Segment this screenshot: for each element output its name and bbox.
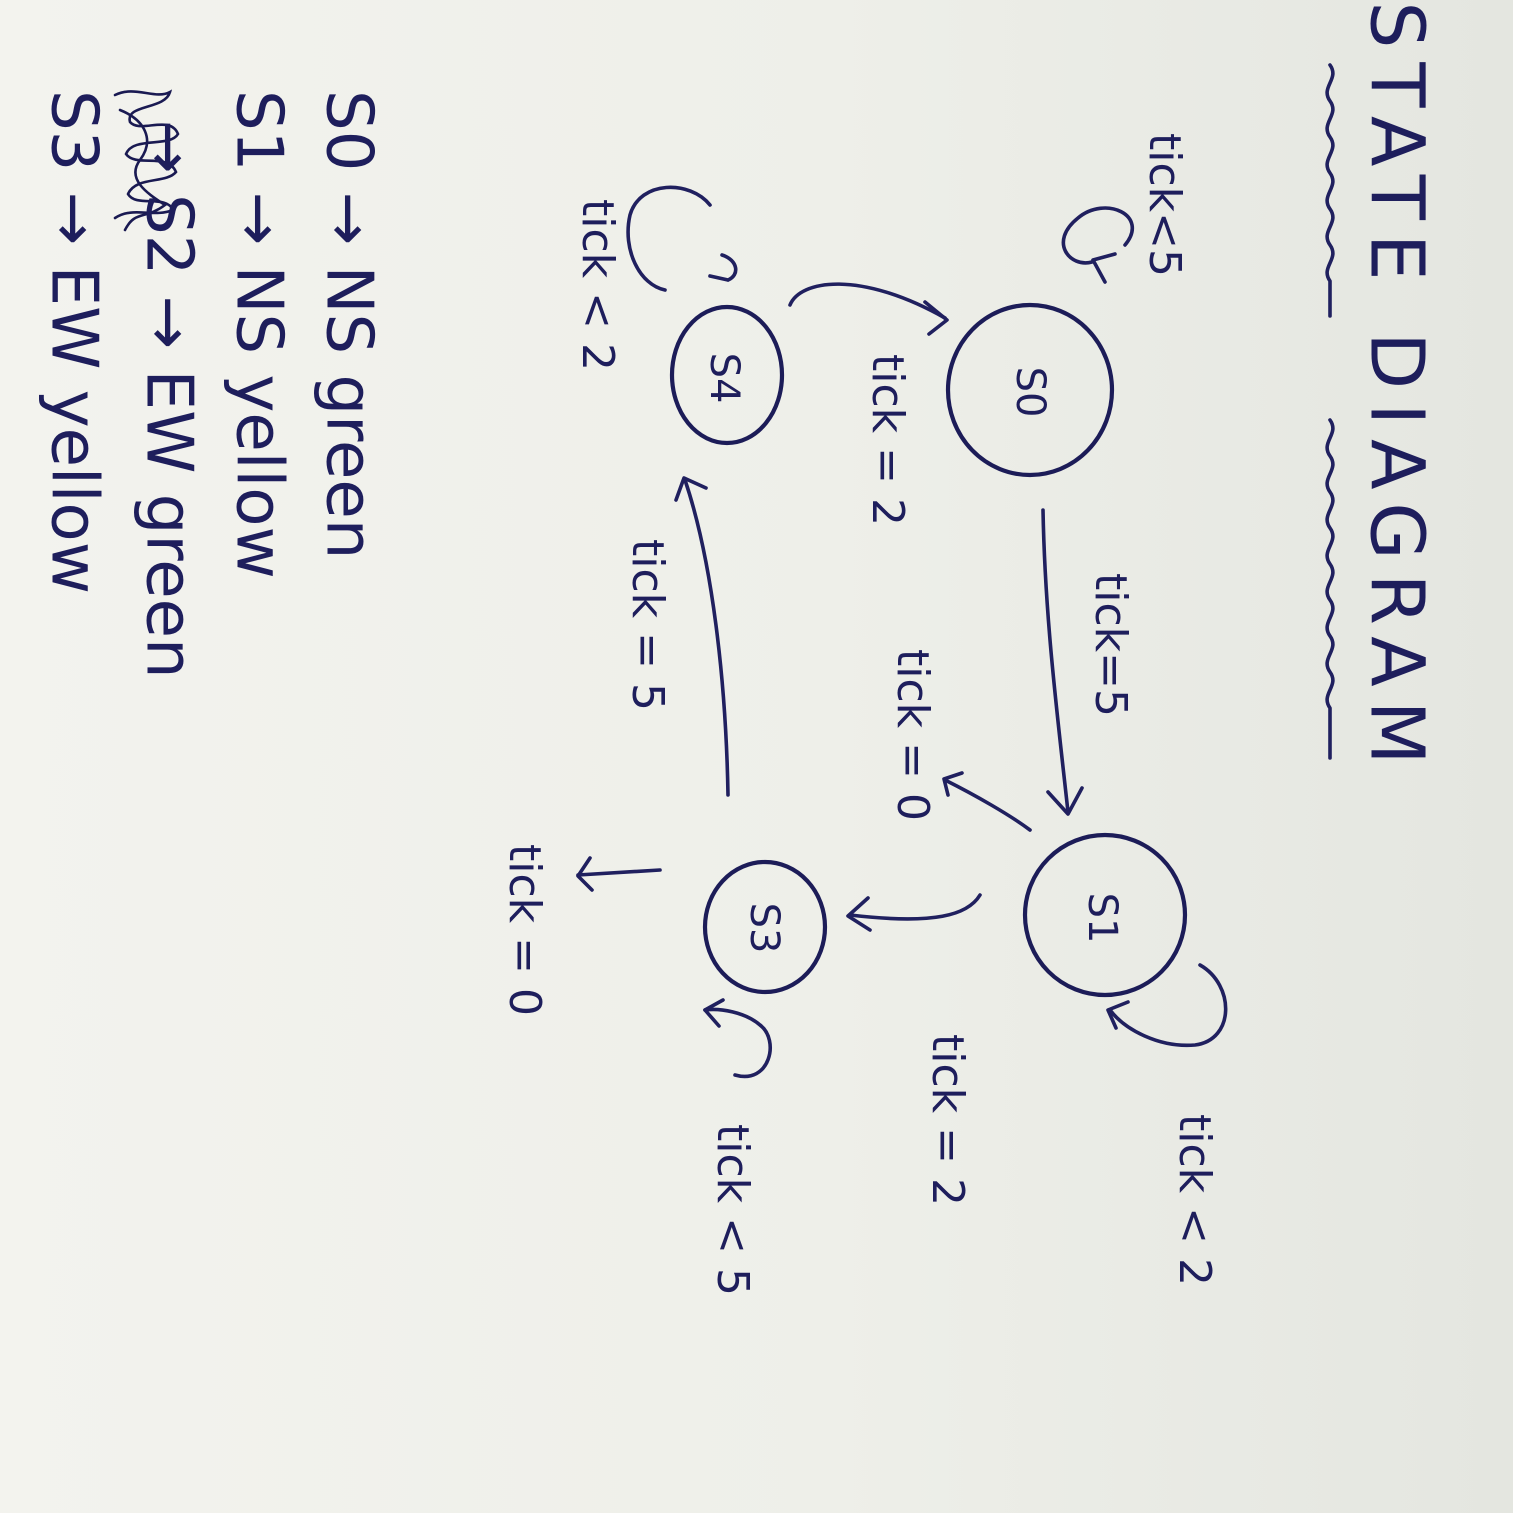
label-s0-to-s1: tick=5 [1085, 573, 1136, 717]
transition-s1-to-s3 [846, 893, 982, 932]
state-s4-label: S4 [701, 353, 747, 404]
label-s1-self: tick < 2 [1169, 1114, 1220, 1286]
title-underline-2 [1325, 418, 1335, 760]
scribble-mark [113, 89, 180, 232]
diagram-title: STATE DIAGRAM [1353, 1, 1439, 778]
label-s1-to-s3: tick = 2 [922, 1034, 973, 1206]
legend-item-s3: S3 → EW yellow [36, 90, 110, 594]
label-s4-self: tick < 2 [572, 199, 623, 371]
transition-s3-self [703, 998, 772, 1079]
transition-s0-self [1061, 206, 1134, 284]
legend-item-s1: S1 → NS yellow [221, 90, 295, 579]
label-s1-to-s0: tick = 0 [887, 649, 938, 821]
state-s0: S0 [945, 302, 1115, 478]
state-s1: S1 [1022, 832, 1188, 998]
state-s1-label: S1 [1079, 893, 1125, 944]
transition-s4-self [626, 185, 738, 292]
transition-s1-self [1106, 963, 1228, 1048]
title-underline-1 [1325, 63, 1335, 318]
transition-s3-in [576, 856, 662, 892]
label-s3-to-s4: tick = 5 [622, 539, 673, 711]
state-s0-label: S0 [1007, 367, 1053, 418]
state-s4: S4 [669, 304, 785, 446]
state-s3-label: S3 [741, 903, 787, 954]
legend: S0 → NS green S1 → NS yellow → S2 → EW g… [36, 89, 385, 679]
legend-item-s2: → S2 → EW green [131, 120, 205, 679]
transition-s3-to-s4 [674, 476, 730, 797]
transition-s1-to-s0 [942, 771, 1032, 832]
label-s0-self: tick<5 [1139, 133, 1190, 277]
label-s3-in: tick = 0 [499, 844, 550, 1016]
label-s4-to-s0: tick = 2 [862, 354, 913, 526]
label-s3-self: tick < 5 [707, 1124, 758, 1296]
state-s3: S3 [702, 859, 828, 995]
transition-s4-to-s0 [788, 282, 949, 336]
transition-s0-to-s1 [1041, 508, 1084, 816]
legend-item-s0: S0 → NS green [311, 90, 385, 559]
